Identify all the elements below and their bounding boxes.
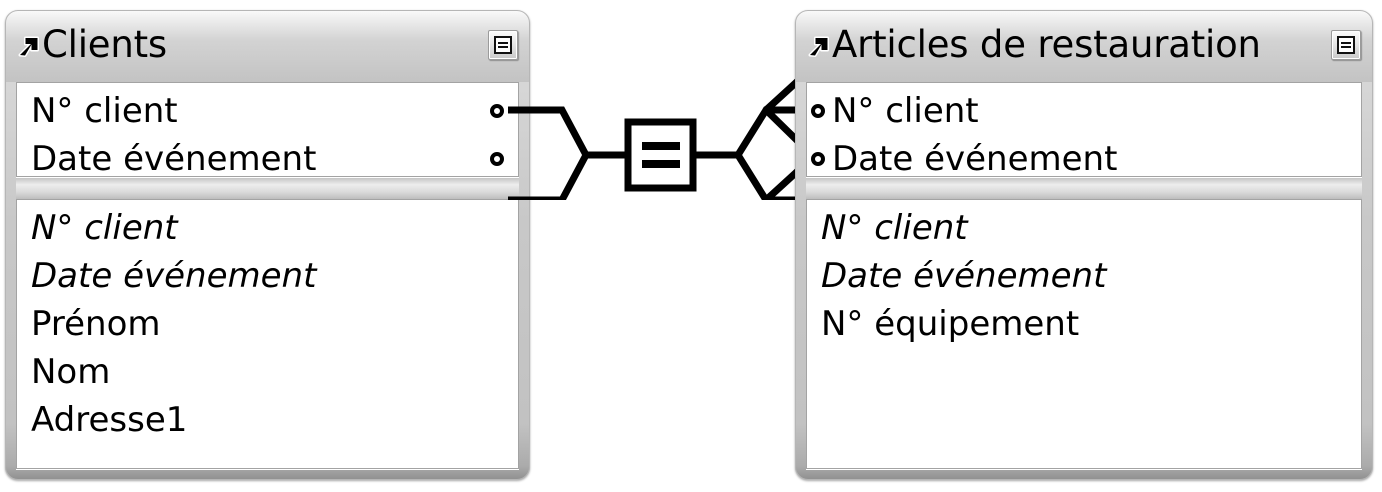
key-field-row[interactable]: Date événement [807,135,1361,183]
entity-clients-key-pane: N° client Date événement [16,82,519,177]
entity-articles-key-pane: N° client Date événement [806,82,1362,177]
field-label: Date événement [31,256,317,296]
entity-clients-titlebar[interactable]: Clients [5,10,530,82]
entity-articles-body: N° client Date événement N° client Date … [795,82,1373,469]
key-field-row[interactable]: N° client [807,87,1361,135]
pane-separator [806,177,1362,199]
key-ring-icon [811,152,825,166]
field-row[interactable]: N° client [17,204,518,252]
key-field-label: Date événement [31,139,317,179]
field-row[interactable]: N° client [807,204,1361,252]
entity-clients-title: Clients [42,22,167,66]
field-row[interactable]: Prénom [17,300,518,348]
field-row[interactable]: Date événement [17,252,518,300]
list-menu-icon[interactable] [1331,30,1361,60]
list-menu-icon[interactable] [488,30,518,60]
field-label: N° client [31,208,178,248]
entity-articles-title: Articles de restauration [832,22,1261,66]
field-row[interactable]: Adresse1 [17,396,518,444]
field-label: Prénom [31,304,161,344]
key-field-label: N° client [31,91,178,131]
key-ring-icon [811,104,825,118]
expand-arrow-icon[interactable] [15,32,41,62]
field-row[interactable]: Date événement [807,252,1361,300]
key-ring-icon [490,104,504,118]
key-field-row[interactable]: Date événement [17,135,518,183]
expand-arrow-icon[interactable] [805,32,831,62]
field-label: Nom [31,352,111,392]
entity-clients[interactable]: Clients N° client Date événement N° cli [5,10,530,480]
key-ring-icon [490,152,504,166]
pane-separator [16,177,519,199]
entity-articles-titlebar[interactable]: Articles de restauration [795,10,1373,82]
entity-clients-body: N° client Date événement N° client Date … [5,82,530,469]
field-label: Adresse1 [31,400,188,440]
field-label: N° équipement [821,304,1080,344]
field-row[interactable]: N° équipement [807,300,1361,348]
entity-articles-de-restauration[interactable]: Articles de restauration N° client Date … [795,10,1373,480]
relationship-connector[interactable] [500,60,820,200]
entity-articles-field-pane: N° client Date événement N° équipement [806,199,1362,469]
field-label: N° client [821,208,968,248]
relationship-operator-box [624,118,697,192]
field-label: Date événement [821,256,1107,296]
key-field-label: N° client [832,91,979,131]
key-field-row[interactable]: N° client [17,87,518,135]
entity-clients-field-pane: N° client Date événement Prénom Nom Adre… [16,199,519,469]
key-field-label: Date événement [832,139,1118,179]
field-row[interactable]: Nom [17,348,518,396]
